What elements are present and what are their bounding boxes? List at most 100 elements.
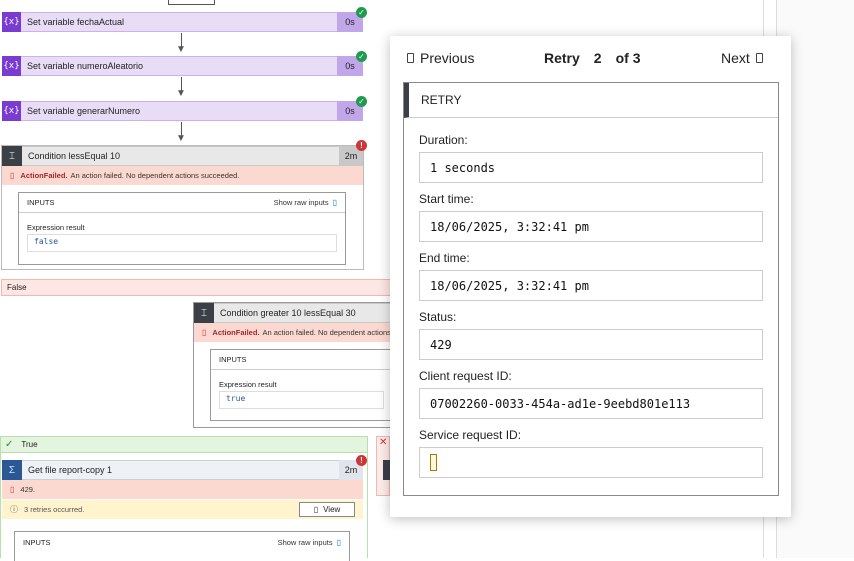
action-duration: 0s (337, 56, 363, 76)
success-check-icon: ✓ (356, 96, 367, 107)
retry-section-title: RETRY (421, 93, 462, 107)
retries-text: 3 retries occurred. (24, 505, 85, 514)
retry-card: RETRY Duration: 1 seconds Start time: 18… (403, 82, 779, 496)
condition-icon: ⌶ (2, 146, 22, 166)
action-get-file-header[interactable]: Σ Get file report-copy 1 2m (2, 460, 363, 480)
condition-label: Condition greater 10 lessEqual 30 (220, 308, 356, 318)
branch-true[interactable]: ✓ True (0, 436, 368, 453)
start-time-value: 18/06/2025, 3:32:41 pm (430, 219, 589, 234)
action-label: Set variable numeroAleatorio (27, 61, 144, 71)
fail-text: An action failed. No dependent actions s (262, 328, 392, 337)
duration-field[interactable]: 1 seconds (419, 152, 763, 183)
document-icon: ▯ (313, 505, 319, 514)
sharepoint-icon: Σ (2, 460, 22, 480)
action-failed-banner: ▯ ActionFailed. An action failed. No dep… (2, 166, 363, 185)
condition-lessEqual-10-header[interactable]: ⌶ Condition lessEqual 10 2m (2, 146, 363, 166)
chevron-left-icon (407, 53, 414, 63)
previous-label: Previous (420, 50, 475, 66)
status-label: Status: (419, 310, 457, 324)
retries-banner: ⓘ 3 retries occurred. (2, 500, 363, 519)
error-box-icon: ▯ (202, 328, 207, 337)
show-raw-inputs-link[interactable]: Show raw inputs▯ (278, 538, 341, 547)
document-icon: ▯ (332, 198, 337, 207)
fail-title: ActionFailed. (20, 171, 68, 180)
client-request-id-field[interactable]: 07002260-0033-454a-ad1e-9eebd801e113 (419, 388, 763, 419)
start-time-label: Start time: (419, 192, 474, 206)
action-set-variable-generarNumero[interactable]: {x} Set variable generarNumero 0s (2, 101, 363, 121)
action-label: Set variable generarNumero (27, 106, 141, 116)
show-raw-label: Show raw inputs (277, 537, 333, 547)
check-icon: ✓ (5, 439, 14, 450)
view-retries-button[interactable]: ▯ View (299, 502, 355, 517)
variable-icon: {x} (2, 56, 21, 76)
next-button[interactable]: Next (721, 50, 763, 66)
partial-card-header (383, 460, 391, 480)
error-code: 429. (20, 485, 36, 494)
previous-action-stub (168, 0, 215, 5)
branch-false-label: False (7, 283, 27, 292)
retry-section-header: RETRY (404, 83, 778, 118)
branch-false[interactable]: False (1, 279, 391, 296)
arrow-down-icon: ▼ (176, 88, 186, 99)
arrow-down-icon: ▼ (176, 44, 186, 55)
expression-result-value: true (219, 391, 384, 409)
fail-text: An action failed. No dependent actions s… (70, 171, 240, 180)
service-request-id-label: Service request ID: (419, 428, 522, 442)
inputs-section: INPUTS Expression result true (210, 349, 392, 421)
action-duration: 0s (337, 101, 363, 121)
client-request-id-value: 07002260-0033-454a-ad1e-9eebd801e113 (430, 396, 691, 411)
end-time-label: End time: (419, 251, 470, 265)
retry-current: 2 (593, 50, 602, 66)
expression-result-label: Expression result (27, 223, 85, 232)
branch-true-container (0, 453, 368, 558)
client-request-id-label: Client request ID: (419, 369, 512, 383)
expression-result-value: false (27, 234, 337, 252)
variable-icon: {x} (2, 12, 21, 32)
next-label: Next (721, 50, 750, 66)
condition-greater-10-header[interactable]: ⌶ Condition greater 10 lessEqual 30 (194, 303, 392, 323)
inputs-label: INPUTS (219, 355, 247, 364)
show-raw-label: Show raw inputs (273, 198, 329, 207)
document-icon: ▯ (336, 537, 341, 547)
start-time-field[interactable]: 18/06/2025, 3:32:41 pm (419, 211, 763, 242)
action-set-variable-numeroAleatorio[interactable]: {x} Set variable numeroAleatorio 0s (2, 56, 363, 76)
inputs-section: INPUTS Show raw inputs▯ Expression resul… (18, 192, 346, 265)
error-box-icon: ▯ (10, 485, 15, 494)
error-box-icon: ▯ (10, 171, 15, 180)
show-raw-inputs-link[interactable]: Show raw inputs▯ (274, 198, 337, 207)
previous-button[interactable]: Previous (407, 50, 474, 66)
connector-line (181, 33, 182, 50)
retry-navigation: Previous Retry 2 of 3 Next (390, 36, 791, 80)
inputs-label: INPUTS (27, 198, 55, 207)
fail-title: ActionFailed. (212, 328, 260, 337)
end-time-value: 18/06/2025, 3:32:41 pm (430, 278, 589, 293)
error-banner: ▯ 429. (2, 480, 363, 499)
retry-details-panel: Previous Retry 2 of 3 Next RETRY Duratio… (390, 36, 791, 517)
error-icon: ! (356, 455, 367, 466)
condition-duration: 2m (339, 146, 363, 166)
info-icon: ⓘ (10, 505, 18, 514)
chevron-right-icon (755, 53, 763, 63)
end-time-field[interactable]: 18/06/2025, 3:32:41 pm (419, 270, 763, 301)
text-cursor (430, 454, 437, 471)
action-set-variable-fechaActual[interactable]: {x} Set variable fechaActual 0s (2, 12, 363, 32)
view-label: View (323, 505, 341, 514)
branch-true-label: True (21, 440, 38, 449)
retry-counter: Retry 2 of 3 (544, 50, 640, 66)
arrow-down-icon: ▼ (176, 133, 186, 144)
action-duration: 0s (337, 12, 363, 32)
retry-total: of 3 (615, 50, 641, 66)
service-request-id-field[interactable] (419, 447, 763, 478)
success-check-icon: ✓ (356, 51, 367, 62)
condition-icon: ⌶ (194, 303, 214, 323)
error-icon: ! (356, 140, 367, 151)
retry-label: Retry (544, 50, 580, 66)
status-field[interactable]: 429 (419, 329, 763, 360)
connector-line (181, 77, 182, 94)
action-label: Get file report-copy 1 (28, 465, 113, 475)
inputs-section: INPUTS Show raw inputs▯ (14, 531, 350, 561)
condition-label: Condition lessEqual 10 (28, 151, 121, 161)
action-label: Set variable fechaActual (27, 17, 125, 27)
variable-icon: {x} (2, 101, 21, 121)
action-failed-banner: ▯ ActionFailed. An action failed. No dep… (194, 323, 391, 342)
